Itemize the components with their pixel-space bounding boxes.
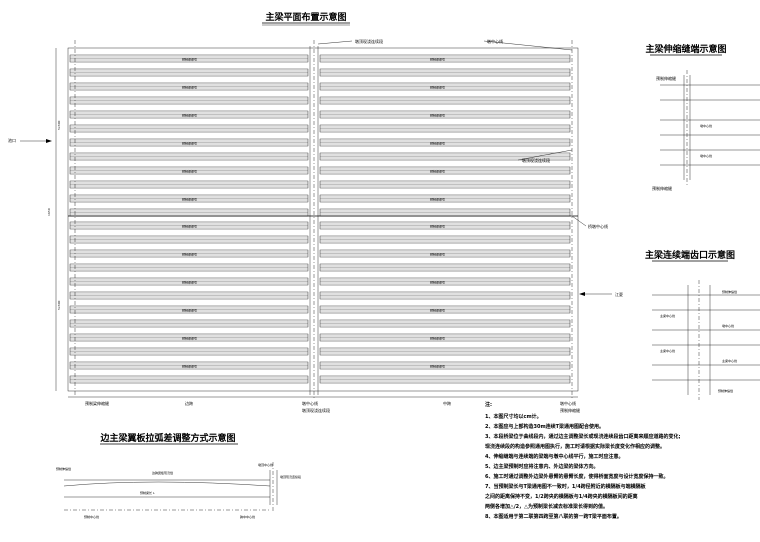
- girder-label: 预制梁梁号: [430, 308, 445, 313]
- leader-top-1: [317, 40, 353, 45]
- note-4: 4、伸缩缝端与连续端的梁端与墩中心线平行，施工时应注意。: [485, 453, 623, 460]
- label-left-origin: 池口: [8, 137, 16, 143]
- girder-label: 预制梁梁号: [430, 252, 445, 257]
- note-5: 5、边主梁预制时应将注意内、外边梁的梁体方向。: [485, 463, 598, 470]
- continuous-label-3: 墩中心线: [722, 323, 734, 328]
- bottom-label-continuous: 墩中心线: [302, 400, 318, 406]
- edge-label-3: 墩顶中心线: [258, 462, 273, 467]
- edge-label-6: 预制中心线: [84, 514, 99, 519]
- leader-top-2: [483, 40, 573, 51]
- girder-label: 预制梁梁号: [430, 113, 445, 118]
- dim-left-lower: 5x300: [57, 300, 61, 310]
- girder-label: 预制梁梁号: [182, 169, 197, 174]
- expansion-label-1: 预制伸缩缝: [656, 75, 676, 81]
- girder-label: 预制梁梁号: [430, 85, 445, 90]
- label-right-destination: 江夏: [615, 291, 623, 297]
- girder-label: 预制梁梁号: [182, 141, 197, 146]
- continuous-label-2: 主梁中心线: [660, 313, 675, 318]
- arrow-right-head: [579, 292, 585, 296]
- expansion-label-2: 墩中心线: [700, 123, 712, 128]
- girder-label: 预制梁梁号: [182, 308, 197, 313]
- continuous-label-1: 预制伸缩缝: [722, 289, 737, 294]
- expansion-label-2b: 墩中心线: [700, 153, 712, 158]
- girder-label: 预制梁梁号: [182, 252, 197, 257]
- bottom-label-continuous-2: 墩顶现浇连续段: [302, 407, 330, 413]
- girder-label: 预制梁梁号: [182, 336, 197, 341]
- continuous-detail: [652, 280, 760, 400]
- girder-label: 预制梁梁号: [430, 141, 445, 146]
- expansion-label-3: 预制伸缩缝: [652, 185, 672, 191]
- edge-label-5: 预制梁长 L: [140, 490, 155, 495]
- bottom-label-side-span: 边跨: [185, 400, 193, 406]
- girder-label: 预制梁梁号: [182, 224, 197, 229]
- bottom-label-mid-span: 中跨: [443, 400, 451, 406]
- notes-heading: 注:: [485, 401, 492, 408]
- bottom-label-pier: 墩中心线: [560, 400, 576, 406]
- edge-label-1: 预制伸缩缝: [56, 466, 71, 471]
- girder-label: 预制梁梁号: [430, 364, 445, 369]
- note-7: 7、当预制梁长与T梁通用图不一致时，1/4跨径附近的横隔板与端横隔板: [485, 483, 647, 490]
- continuous-label-4: 主梁中心线: [660, 348, 675, 353]
- dim-left-total: 1650: [47, 208, 51, 216]
- arrow-left-head: [46, 139, 52, 143]
- note-8: 8、本图适用于第二联第四跨至第八联的第一跨T梁平面布置。: [485, 513, 622, 520]
- dim-left-upper: 5x300: [57, 120, 61, 130]
- leader-right-1: [517, 149, 573, 161]
- bottom-label-joint-right: 预制伸缩缝: [560, 407, 580, 413]
- label-top-pier: 墩中心线: [487, 38, 503, 44]
- edge-detail: [63, 462, 278, 512]
- edge-label-4: 墩顶现浇连续段: [280, 474, 301, 479]
- continuous-title: 主梁连续端齿口示意图: [645, 249, 735, 261]
- girder-label: 预制梁梁号: [182, 280, 197, 285]
- note-7b: 之间的距离保持不变，1/2跨央的横隔板与1/4跨央的横隔板间的距离: [485, 493, 638, 500]
- continuous-label-6: 预制伸缩缝: [718, 388, 733, 393]
- note-3: 3、本段桥梁位于曲线段内，通过边主调整梁长或现浇连续段齿口距离来顺应道路的变化;: [485, 433, 680, 440]
- girder-label: 预制梁梁号: [182, 57, 197, 62]
- leader-right-2: [571, 215, 587, 227]
- girder-label: 预制梁梁号: [430, 57, 445, 62]
- note-3b: 现浇连续段的构造参照通用图执行，施工时请根据实际梁长度变化作相应的调整。: [485, 443, 665, 450]
- expansion-detail: [660, 70, 760, 185]
- girder-label: 预制梁梁号: [430, 169, 445, 174]
- note-7c: 两侧各增加△/2，△为预制梁长减去标准梁长得到的值。: [485, 503, 608, 510]
- edge-label-7: 跨中中心线: [240, 514, 255, 519]
- note-2: 2、本图应与上部构造30m连续T梁通用图配合使用。: [485, 423, 604, 430]
- expansion-title: 主梁伸缩缝端示意图: [645, 43, 726, 55]
- girder-label: 预制梁梁号: [182, 197, 197, 202]
- plan-frame: [67, 40, 579, 400]
- bottom-label-joint: 预制梁伸缩缝: [85, 400, 109, 406]
- plan-title: 主梁平面布置示意图: [265, 11, 346, 23]
- girder-label: 预制梁梁号: [182, 113, 197, 118]
- label-top-continuous: 墩顶现浇连续段: [355, 38, 383, 44]
- girder-label: 预制梁梁号: [430, 197, 445, 202]
- girder-label: 预制梁梁号: [182, 364, 197, 369]
- girder-label: 预制梁梁号: [182, 85, 197, 90]
- girder-label: 预制梁梁号: [430, 224, 445, 229]
- label-right-continuous: 墩顶现浇连续段: [522, 157, 550, 163]
- girder-bands: 预制梁梁号预制梁梁号预制梁梁号预制梁梁号预制梁梁号预制梁梁号预制梁梁号预制梁梁号…: [69, 54, 571, 384]
- label-right-pier: 桥墩中心线: [588, 223, 608, 229]
- edge-label-2: 边跨翼板现浇缝: [152, 470, 173, 475]
- continuous-label-5: 主梁中心线: [722, 358, 737, 363]
- edge-title: 边主梁翼板拉弧差调整方式示意图: [99, 432, 235, 444]
- girder-label: 预制梁梁号: [430, 336, 445, 341]
- note-1: 1、本图尺寸均以cm计。: [485, 413, 542, 420]
- note-6: 6、施工时通过调整外边梁外悬臂的悬臂长度，使得桥面宽度与设计宽度保持一致。: [485, 473, 668, 480]
- girder-label: 预制梁梁号: [430, 280, 445, 285]
